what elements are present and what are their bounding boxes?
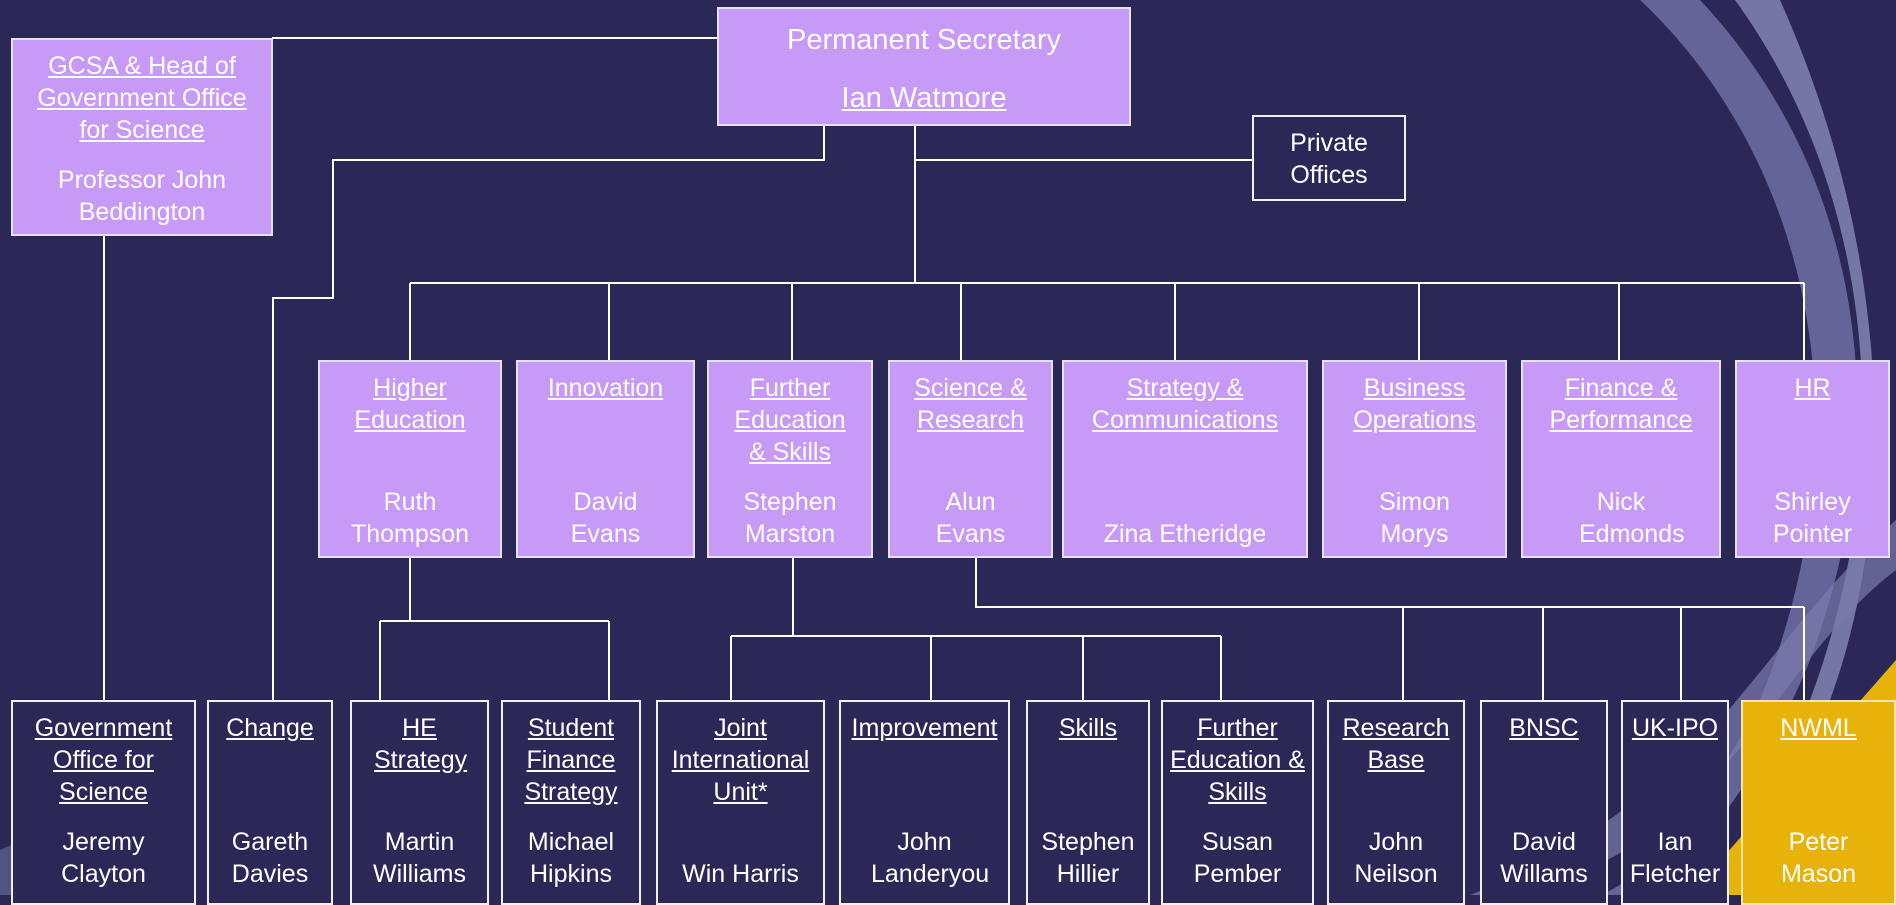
unit-person-name: Peter Mason — [1780, 828, 1857, 888]
gcsa-box[interactable]: GCSA & Head of Government Office for Sci… — [11, 38, 273, 236]
director-innovation[interactable]: Innovation David Evans — [516, 360, 695, 558]
unit-title[interactable]: Further Education & Skills — [1170, 714, 1305, 806]
unit-uk-ipo[interactable]: UK-IPO Ian Fletcher — [1621, 700, 1729, 905]
unit-title[interactable]: Government Office for Science — [34, 714, 173, 806]
permanent-secretary-title: Permanent Secretary — [786, 24, 1061, 56]
unit-person-name: Gareth Davies — [231, 828, 309, 888]
unit-title[interactable]: Student Finance Strategy — [524, 714, 618, 806]
permanent-secretary-name[interactable]: Ian Watmore — [841, 82, 1007, 114]
unit-skills[interactable]: Skills Stephen Hillier — [1026, 700, 1150, 905]
unit-bnsc[interactable]: BNSC David Willams — [1480, 700, 1608, 905]
director-title[interactable]: HR — [1794, 374, 1831, 402]
director-title[interactable]: Higher Education — [354, 374, 466, 434]
director-name: Stephen Marston — [743, 488, 837, 548]
director-name: Ruth Thompson — [350, 488, 470, 548]
director-title[interactable]: Finance & Performance — [1549, 374, 1693, 434]
unit-person-name: Win Harris — [682, 860, 799, 888]
unit-person-name: John Landeryou — [871, 828, 990, 888]
unit-title[interactable]: NWML — [1780, 714, 1857, 742]
unit-title[interactable]: Improvement — [851, 714, 998, 742]
unit-title[interactable]: Change — [226, 714, 314, 742]
unit-title[interactable]: HE Strategy — [374, 714, 468, 774]
unit-improvement[interactable]: Improvement John Landeryou — [839, 700, 1010, 905]
unit-student-finance-strategy[interactable]: Student Finance Strategy Michael Hipkins — [501, 700, 641, 905]
unit-change[interactable]: Change Gareth Davies — [207, 700, 333, 905]
unit-person-name: Susan Pember — [1193, 828, 1282, 888]
director-finance-performance[interactable]: Finance & Performance Nick Edmonds — [1521, 360, 1721, 558]
unit-person-name: Stephen Hillier — [1041, 828, 1135, 888]
unit-title[interactable]: BNSC — [1509, 714, 1579, 742]
director-title[interactable]: Business Operations — [1353, 374, 1476, 434]
director-title[interactable]: Science & Research — [914, 374, 1027, 434]
private-offices-label: Private Offices — [1290, 129, 1368, 189]
unit-joint-international-unit[interactable]: Joint International Unit* Win Harris — [656, 700, 825, 905]
director-further-education-skills[interactable]: Further Education & Skills Stephen Marst… — [707, 360, 873, 558]
director-name: Simon Morys — [1379, 488, 1450, 548]
director-business-operations[interactable]: Business Operations Simon Morys — [1322, 360, 1507, 558]
director-name: David Evans — [570, 488, 641, 548]
director-hr[interactable]: HR Shirley Pointer — [1735, 360, 1890, 558]
unit-person-name: Michael Hipkins — [527, 828, 615, 888]
unit-further-education-skills[interactable]: Further Education & Skills Susan Pember — [1161, 700, 1314, 905]
unit-title[interactable]: Skills — [1058, 714, 1118, 742]
director-name: Nick Edmonds — [1579, 488, 1685, 548]
unit-title[interactable]: Research Base — [1342, 714, 1450, 774]
director-strategy-communications[interactable]: Strategy & Communications Zina Etheridge — [1062, 360, 1308, 558]
unit-person-name: Jeremy Clayton — [61, 828, 146, 888]
unit-title[interactable]: Joint International Unit* — [671, 714, 810, 806]
unit-government-office-for-science[interactable]: Government Office for Science Jeremy Cla… — [11, 700, 196, 905]
private-offices-box[interactable]: Private Offices — [1252, 115, 1406, 201]
unit-title[interactable]: UK-IPO — [1631, 714, 1719, 742]
director-higher-education[interactable]: Higher Education Ruth Thompson — [318, 360, 502, 558]
director-name: Shirley Pointer — [1772, 488, 1853, 548]
unit-person-name: Ian Fletcher — [1629, 828, 1721, 888]
director-title[interactable]: Further Education & Skills — [734, 374, 846, 466]
director-title[interactable]: Strategy & Communications — [1091, 374, 1279, 434]
unit-he-strategy[interactable]: HE Strategy Martin Williams — [350, 700, 489, 905]
unit-person-name: John Neilson — [1354, 828, 1438, 888]
gcsa-person-name: Professor John Beddington — [57, 166, 227, 226]
unit-person-name: David Willams — [1500, 828, 1588, 888]
unit-person-name: Martin Williams — [372, 828, 467, 888]
director-name: Alun Evans — [935, 488, 1006, 548]
director-title[interactable]: Innovation — [547, 374, 664, 402]
director-name: Zina Etheridge — [1103, 520, 1267, 548]
unit-research-base[interactable]: Research Base John Neilson — [1327, 700, 1465, 905]
unit-nwml[interactable]: NWML Peter Mason — [1741, 700, 1896, 905]
permanent-secretary-box[interactable]: Permanent Secretary Ian Watmore — [717, 7, 1131, 126]
director-science-research[interactable]: Science & Research Alun Evans — [888, 360, 1053, 558]
gcsa-title[interactable]: GCSA & Head of Government Office for Sci… — [37, 52, 247, 144]
